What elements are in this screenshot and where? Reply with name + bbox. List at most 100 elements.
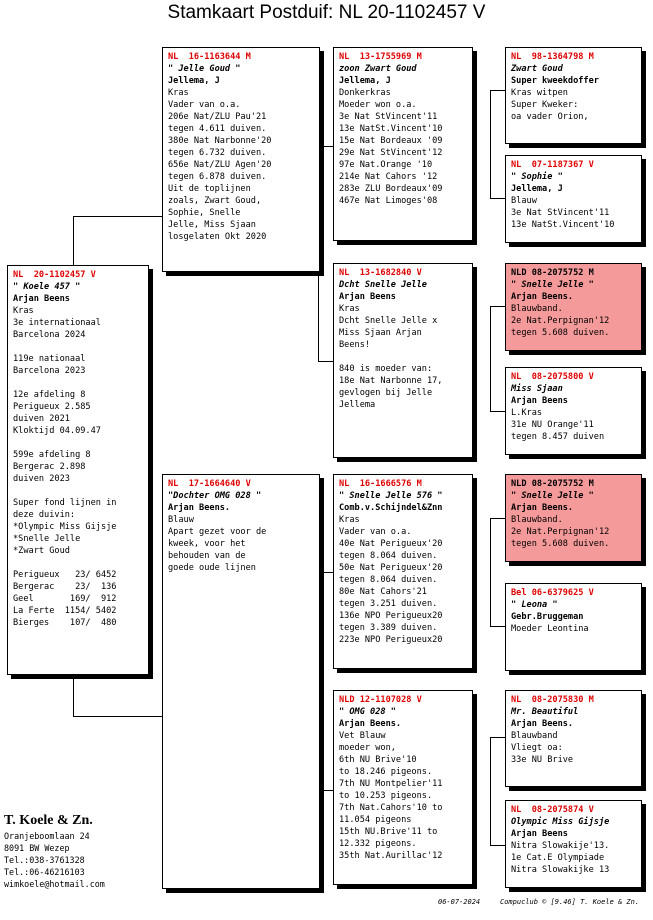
pigeon-breeder: Arjan Beens — [511, 829, 568, 839]
pigeon-detail-line: Bergerac 2.898 — [13, 462, 86, 472]
pigeon-detail-line: tegen 5.608 duiven. — [511, 539, 610, 549]
pigeon-detail-line: 6th NU Brive'10 — [339, 755, 417, 765]
pigeon-detail-line: 7th NU Montpelier'11 — [339, 779, 443, 789]
pigeon-detail-line: 29e Nat StVincent'12 — [339, 148, 443, 158]
pigeon-name: " Jelle Goud " — [168, 64, 241, 74]
connector-line — [490, 518, 491, 626]
pigeon-detail-line: Moeder won o.a. — [339, 100, 417, 110]
pigeon-detail-line: Kras — [13, 306, 34, 316]
pigeon-detail-line — [13, 437, 143, 449]
pigeon-detail-line: *Olympic Miss Gijsje — [13, 522, 117, 532]
pigeon-detail-line: tegen 5.608 duiven. — [511, 328, 610, 338]
pigeon-detail-line: Perigueux 2.585 — [13, 402, 91, 412]
pigeon-detail-line: Kras witpen — [511, 88, 568, 98]
pigeon-breeder: Arjan Beens. — [339, 719, 402, 729]
pigeon-detail-line: Bergerac 23/ 136 — [13, 582, 117, 592]
connector-line — [490, 90, 505, 91]
pigeon-detail-line: 50e Nat Perigueux'20 — [339, 563, 443, 573]
pigeon-detail-line: tegen 6.732 duiven. — [168, 148, 267, 158]
ring-number: NL 16-1163644 M — [168, 52, 251, 62]
connector-line — [490, 737, 505, 738]
ring-number: NL 07-1187367 V — [511, 160, 594, 170]
pigeon-detail-line: Moeder Leontina — [511, 624, 589, 634]
pigeon-detail-line: Apart gezet voor de — [168, 527, 267, 537]
pigeon-detail-line: 40e Nat Perigueux'20 — [339, 539, 443, 549]
pigeon-detail-line: behouden van de — [168, 551, 246, 561]
breeder-email[interactable]: wimkoele@hotmail.com — [4, 879, 105, 889]
pigeon-name: " Sophie " — [511, 172, 563, 182]
pigeon-detail-line: 3e internationaal — [13, 318, 101, 328]
pigeon-detail-line: tegen 8.064 duiven. — [339, 575, 438, 585]
pigeon-detail-line: Blauw — [168, 515, 194, 525]
connector-line — [318, 790, 333, 791]
pigeon-detail-line: Kloktijd 04.09.47 — [13, 426, 101, 436]
ring-number: NLD 08-2075752 M — [511, 479, 594, 489]
pigeon-name: " OMG 028 " — [339, 707, 396, 717]
pigeon-detail-line — [13, 485, 143, 497]
pigeon-detail-line: Kras — [339, 515, 360, 525]
pigeon-detail-line: 283e ZLU Bordeaux'09 — [339, 184, 443, 194]
pigeon-breeder: Super kweekdoffer — [511, 76, 599, 86]
pigeon-detail-line: 467e Nat Limoges'08 — [339, 196, 438, 206]
pigeon-detail-line: Super Kweker: — [511, 100, 579, 110]
connector-line — [490, 845, 505, 846]
pigeon-detail-line: *Zwart Goud — [13, 546, 70, 556]
pigeon-detail-line: 206e Nat/ZLU Pau'21 — [168, 112, 267, 122]
pigeon-name: " Koele 457 " — [13, 282, 81, 292]
pigeon-detail-line: La Ferte 1154/ 5402 — [13, 606, 117, 616]
pedigree-mother[interactable]: NL 17-1664640 V"Dochter OMG 028 "Arjan B… — [162, 474, 320, 889]
pedigree-fmf[interactable]: NLD 08-2075752 M" Snelle Jelle "Arjan Be… — [505, 263, 642, 351]
pedigree-mothers-father[interactable]: NL 16-1666576 M" Snelle Jelle 576 "Comb.… — [333, 474, 473, 669]
pigeon-detail-line: Donkerkras — [339, 88, 391, 98]
pigeon-breeder: Jellema, J — [168, 76, 220, 86]
pigeon-detail-line: Vet Blauw — [339, 731, 386, 741]
pigeon-breeder: Arjan Beens — [339, 292, 396, 302]
pigeon-detail-line: Blauwband. — [511, 304, 563, 314]
page-title: Stamkaart Postduif: NL 20-1102457 V — [167, 2, 486, 23]
pigeon-detail-line: oa vader Orion, — [511, 112, 589, 122]
connector-line — [73, 674, 74, 716]
pedigree-mothers-mother[interactable]: NLD 12-1107028 V" OMG 028 "Arjan Beens.V… — [333, 690, 473, 885]
ring-number: NL 13-1682840 V — [339, 268, 422, 278]
ring-number: NL 08-2075830 M — [511, 695, 594, 705]
pedigree-mff[interactable]: NLD 08-2075752 M" Snelle Jelle "Arjan Be… — [505, 474, 642, 562]
connector-line — [490, 306, 491, 411]
pigeon-breeder: Comb.v.Schijndel&Znn — [339, 503, 443, 513]
connector-line — [318, 572, 333, 573]
pigeon-detail-line: 15e Nat Bordeaux '09 — [339, 136, 443, 146]
pigeon-detail-line: 11.054 pigeons — [339, 815, 412, 825]
ring-number: NL 98-1364798 M — [511, 52, 594, 62]
pigeon-detail-line: 2e Nat.Perpignan'12 — [511, 527, 610, 537]
pigeon-detail-line — [339, 351, 467, 363]
pigeon-detail-line: 1e Cat.E Olympiade — [511, 853, 605, 863]
pigeon-detail-line: losgelaten Okt 2020 — [168, 232, 267, 242]
pigeon-detail-line: Vader van o.a. — [168, 100, 241, 110]
pigeon-detail-line: Kras — [339, 304, 360, 314]
pigeon-name: " Leona " — [511, 600, 558, 610]
footer-credit: Compuclub © [9.46] T. Koele & Zn. — [500, 898, 640, 906]
pigeon-detail-line: tegen 8.457 duiven — [511, 432, 605, 442]
pigeon-detail-line: duiven 2021 — [13, 414, 70, 424]
connector-line — [490, 411, 505, 412]
pigeon-detail-line: 18e Nat Narbonne 17, — [339, 376, 443, 386]
pigeon-name: Dcht Snelle Jelle — [339, 280, 427, 290]
pigeon-detail-line: Perigueux 23/ 6452 — [13, 570, 117, 580]
pigeon-detail-line: moeder won, — [339, 743, 396, 753]
pigeon-detail-line: 3e Nat StVincent'11 — [511, 208, 610, 218]
pigeon-detail-line: 12.332 pigeons. — [339, 839, 417, 849]
pigeon-breeder: Jellema, J — [511, 184, 563, 194]
pigeon-name: " Snelle Jelle " — [511, 491, 594, 501]
ring-number: NL 13-1755969 M — [339, 52, 422, 62]
pigeon-name: " Snelle Jelle " — [511, 280, 594, 290]
pigeon-detail-line: 599e afdeling 8 — [13, 450, 91, 460]
